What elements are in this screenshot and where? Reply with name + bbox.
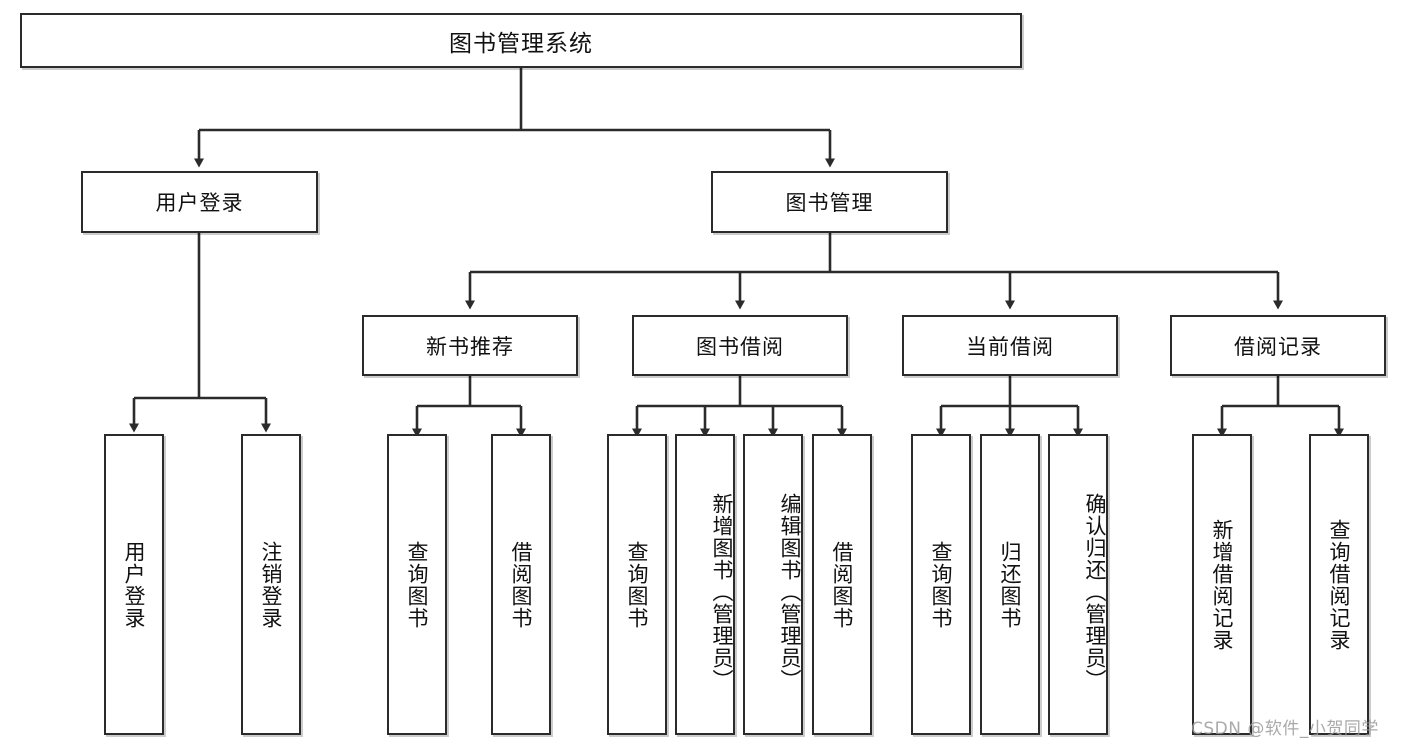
node-leaf-borrow-book-1[interactable]: 借阅图书 bbox=[491, 434, 551, 735]
node-leaf-query-book-1-label: 查询图书 bbox=[405, 540, 430, 629]
node-borrow-record-label: 借阅记录 bbox=[1234, 334, 1322, 359]
node-borrow-record[interactable]: 借阅记录 bbox=[1170, 315, 1386, 376]
node-leaf-edit-book[interactable]: 编辑图书（管理员） bbox=[743, 434, 803, 735]
node-leaf-borrow-book-2[interactable]: 借阅图书 bbox=[812, 434, 872, 735]
node-leaf-user-login[interactable]: 用户登录 bbox=[104, 434, 164, 735]
node-current-borrow[interactable]: 当前借阅 bbox=[902, 315, 1118, 376]
node-book-borrow-label: 图书借阅 bbox=[696, 334, 784, 359]
node-leaf-user-login-label: 用户登录 bbox=[122, 540, 147, 629]
node-leaf-return-book[interactable]: 归还图书 bbox=[980, 434, 1040, 735]
node-leaf-query-record[interactable]: 查询借阅记录 bbox=[1309, 434, 1369, 735]
node-leaf-user-logout-label: 注销登录 bbox=[259, 540, 284, 629]
node-leaf-confirm-return-label: 确认归还（管理员） bbox=[1083, 492, 1107, 691]
node-new-book-rec[interactable]: 新书推荐 bbox=[362, 315, 578, 376]
node-leaf-query-book-2[interactable]: 查询图书 bbox=[607, 434, 667, 735]
node-leaf-user-logout[interactable]: 注销登录 bbox=[241, 434, 301, 735]
csdn-watermark: CSDN @软件_小贺同学 bbox=[1191, 719, 1379, 739]
node-user-login[interactable]: 用户登录 bbox=[81, 171, 318, 233]
node-leaf-add-book[interactable]: 新增图书（管理员） bbox=[675, 434, 735, 735]
node-root-label: 图书管理系统 bbox=[449, 30, 593, 57]
node-leaf-add-book-label: 新增图书（管理员） bbox=[710, 492, 734, 691]
node-leaf-add-record-label: 新增借阅记录 bbox=[1210, 518, 1235, 651]
node-book-manage[interactable]: 图书管理 bbox=[711, 171, 948, 233]
node-book-borrow[interactable]: 图书借阅 bbox=[632, 315, 848, 376]
node-leaf-edit-book-label: 编辑图书（管理员） bbox=[778, 492, 802, 691]
node-root[interactable]: 图书管理系统 bbox=[20, 13, 1022, 68]
node-user-login-label: 用户登录 bbox=[155, 191, 244, 215]
node-leaf-query-record-label: 查询借阅记录 bbox=[1327, 518, 1352, 651]
node-leaf-return-book-label: 归还图书 bbox=[998, 540, 1023, 629]
node-leaf-borrow-book-2-label: 借阅图书 bbox=[830, 540, 855, 629]
node-book-manage-label: 图书管理 bbox=[785, 191, 874, 215]
node-leaf-add-record[interactable]: 新增借阅记录 bbox=[1192, 434, 1252, 735]
node-leaf-query-book-3[interactable]: 查询图书 bbox=[911, 434, 971, 735]
node-leaf-query-book-1[interactable]: 查询图书 bbox=[387, 434, 447, 735]
node-leaf-query-book-2-label: 查询图书 bbox=[625, 540, 650, 629]
node-leaf-borrow-book-1-label: 借阅图书 bbox=[509, 540, 534, 629]
node-current-borrow-label: 当前借阅 bbox=[966, 334, 1054, 359]
node-leaf-confirm-return[interactable]: 确认归还（管理员） bbox=[1048, 434, 1108, 735]
node-new-book-rec-label: 新书推荐 bbox=[426, 334, 514, 359]
node-leaf-query-book-3-label: 查询图书 bbox=[929, 540, 954, 629]
